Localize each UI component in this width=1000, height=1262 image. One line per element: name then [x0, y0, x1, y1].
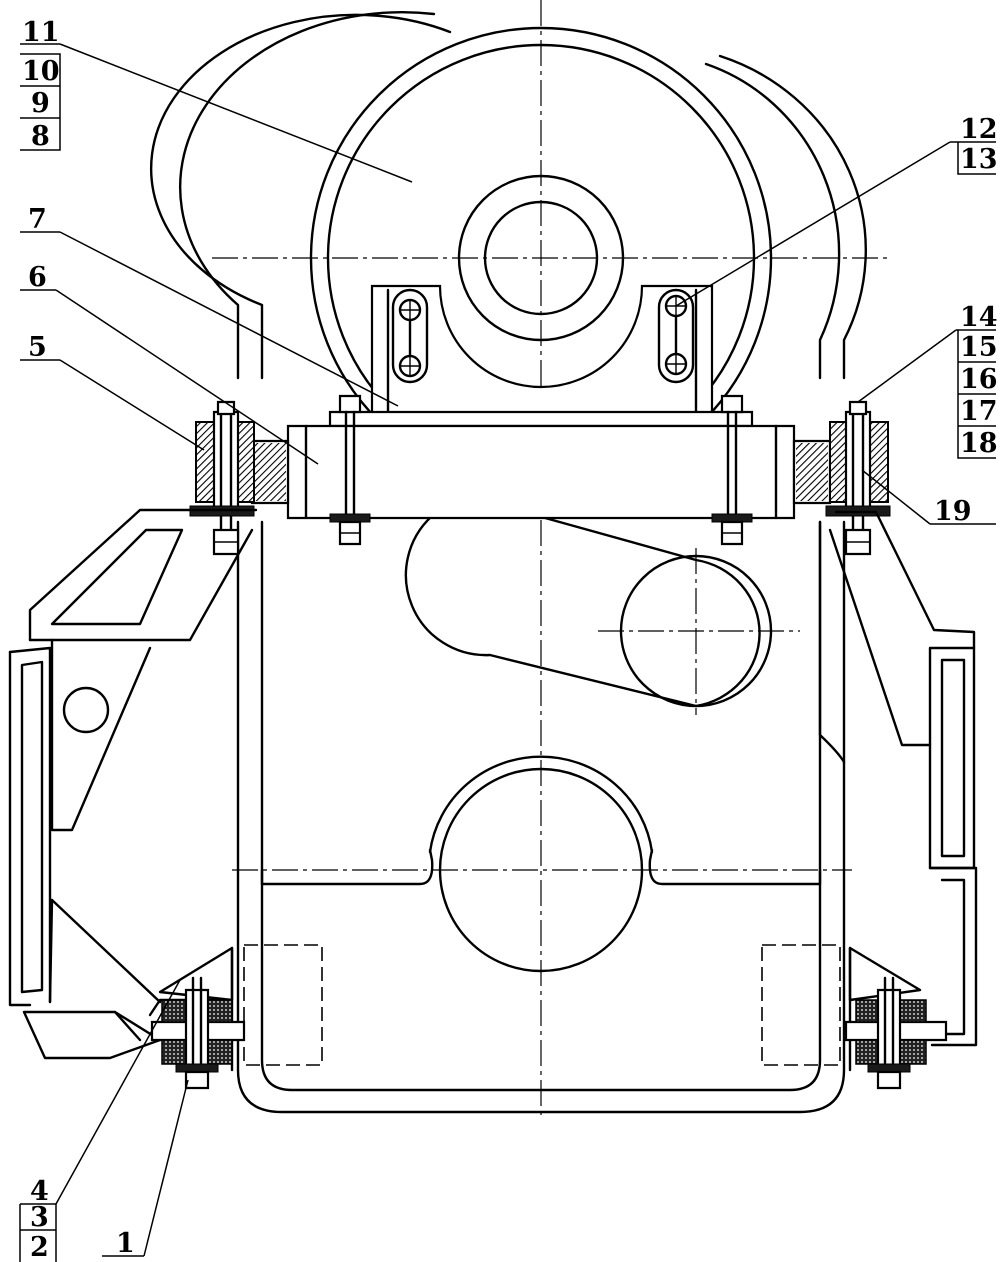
label-9: 9 — [31, 88, 50, 119]
label-16: 16 — [960, 364, 998, 395]
label-18: 18 — [960, 428, 998, 459]
label-15: 15 — [960, 332, 998, 363]
gearbox-housing — [238, 516, 844, 1112]
label-12: 12 — [960, 114, 998, 145]
label-13: 13 — [960, 144, 998, 175]
label-box-frames — [20, 54, 996, 1262]
label-1: 1 — [116, 1228, 135, 1259]
centerlines — [212, 0, 888, 1120]
right-support-arm — [830, 512, 976, 1045]
label-10: 10 — [22, 56, 60, 87]
left-support-arm — [10, 510, 256, 1058]
label-6: 6 — [28, 262, 47, 293]
label-17: 17 — [960, 396, 998, 427]
label-8: 8 — [31, 121, 50, 152]
bearing-bracket-7 — [372, 286, 712, 422]
lower-right-elastic-mount — [846, 948, 946, 1088]
input-shaft-boss — [406, 516, 760, 706]
beam-bolts — [330, 396, 752, 544]
label-4: 4 — [30, 1176, 49, 1207]
lower-left-elastic-mount — [152, 948, 244, 1088]
rear-wheel-right — [706, 64, 839, 378]
label-19: 19 — [934, 496, 972, 527]
leader-lines — [20, 44, 996, 1256]
axle-bore — [485, 202, 597, 314]
input-shaft-bore — [621, 556, 771, 706]
label-7: 7 — [28, 204, 47, 235]
label-2: 2 — [30, 1232, 49, 1262]
part-labels: 11 10 9 8 7 6 5 12 13 14 15 16 17 18 19 … — [22, 17, 998, 1262]
slot-left — [393, 290, 427, 382]
label-5: 5 — [28, 332, 47, 363]
slot-right — [659, 290, 693, 382]
rear-wheel-left — [151, 15, 450, 378]
label-11: 11 — [22, 17, 60, 48]
wheel-hub — [459, 176, 623, 340]
output-shaft-bore — [440, 769, 642, 971]
hidden-outlines — [244, 945, 840, 1065]
cross-beam-6 — [252, 412, 830, 518]
label-3: 3 — [30, 1202, 49, 1233]
upper-right-elastic-mount — [826, 402, 890, 554]
upper-left-elastic-mount — [190, 402, 254, 554]
label-14: 14 — [960, 302, 998, 333]
